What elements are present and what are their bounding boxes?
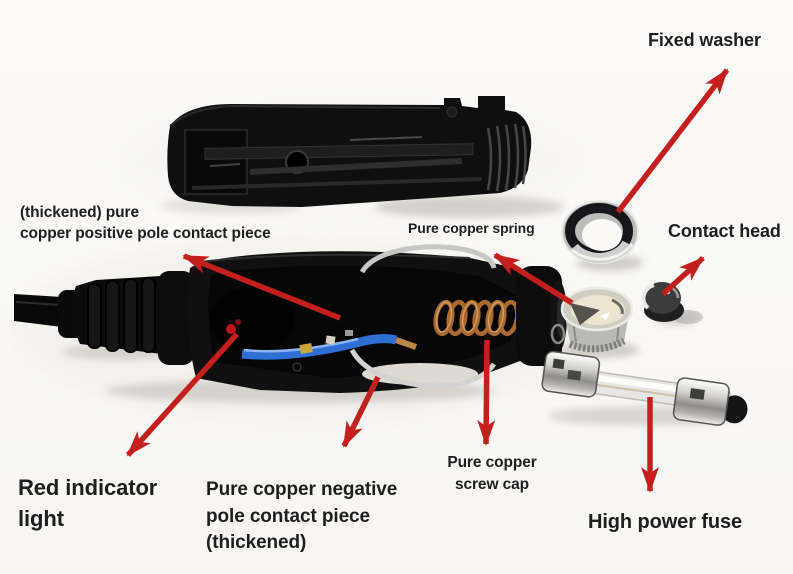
label-negative-contact: Pure copper negative pole contact piece … [206, 479, 398, 553]
label-contact-head: Contact head [668, 221, 781, 241]
high-power-fuse [541, 350, 748, 426]
arrow-red-indicator [125, 332, 240, 457]
housing-shell-half [167, 96, 532, 207]
label-high-power-fuse: High power fuse [588, 511, 743, 533]
annotation-arrows [125, 68, 730, 493]
arrow-positive-contact [182, 253, 342, 321]
label-red-indicator: Red indicator light [18, 475, 158, 531]
fixed-washer [561, 200, 639, 264]
label-copper-spring: Pure copper spring [408, 220, 535, 236]
arrow-fixed-washer [615, 68, 730, 214]
blue-wire [241, 334, 398, 360]
arrow-screw-cap [477, 339, 496, 446]
negative-contact-clip-bottom [349, 348, 497, 389]
shell-threads [486, 123, 527, 192]
plug-body [14, 244, 567, 393]
label-fixed-washer: Fixed washer [648, 30, 761, 50]
arrow-negative-contact [341, 375, 381, 448]
label-screw-cap: Pure copper screw cap [447, 454, 537, 493]
arrow-copper-spring [493, 252, 574, 306]
negative-contact-clip-top [359, 244, 497, 274]
arrow-contact-head [661, 255, 705, 297]
red-indicator-led [226, 324, 236, 334]
screw-cap [550, 286, 634, 353]
label-positive-contact: (thickened) pure copper positive pole co… [20, 204, 271, 242]
copper-spring [433, 299, 520, 337]
